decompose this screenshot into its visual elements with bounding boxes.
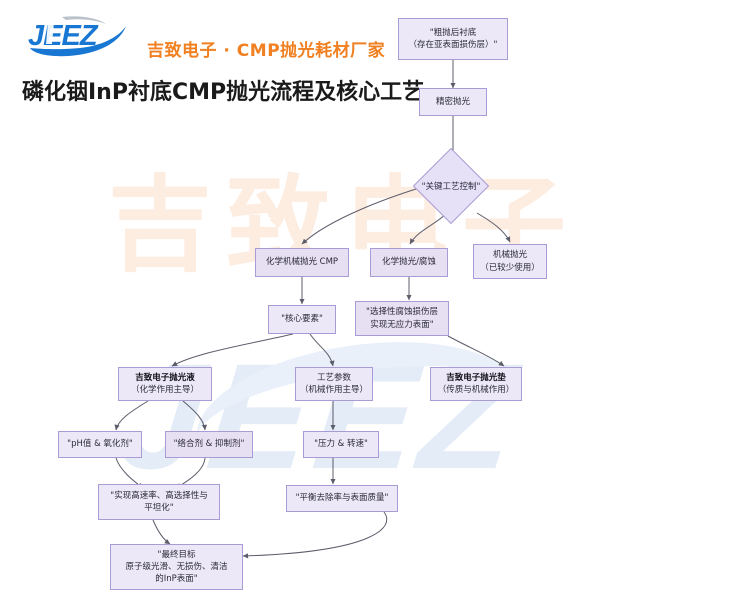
node-line: "实现高速率、高选择性与 xyxy=(110,490,208,501)
brand-header: JEEZ 吉致电子 · CMP抛光耗材厂家 xyxy=(22,14,385,61)
node-line: （传质与机械作用） xyxy=(437,385,515,395)
node-line: "选择性腐蚀损伤层 xyxy=(366,307,438,318)
node-n1[interactable]: "粗抛后衬底 （存在亚表面损伤层）" xyxy=(398,18,508,60)
node-line: 化学抛光/腐蚀 xyxy=(382,257,436,268)
node-n3-label: "关键工艺控制" xyxy=(421,182,481,192)
node-n14[interactable]: "压力 & 转速" xyxy=(303,431,379,458)
node-n4[interactable]: 化学机械抛光 CMP xyxy=(255,248,349,277)
svg-text:JEEZ: JEEZ xyxy=(28,20,99,52)
node-n11[interactable]: 吉致电子抛光垫 （传质与机械作用） xyxy=(430,367,522,401)
node-line: 机械抛光 xyxy=(492,250,527,261)
node-n15[interactable]: "实现高速率、高选择性与 平坦化" xyxy=(98,484,220,520)
node-n12[interactable]: "pH值 & 氧化剂" xyxy=(58,431,142,458)
node-line: 精密抛光 xyxy=(435,96,470,107)
node-line: "pH值 & 氧化剂" xyxy=(67,439,133,450)
node-line: 吉致电子抛光液 xyxy=(135,372,195,383)
jeez-logo-icon: JEEZ xyxy=(22,14,134,58)
node-line: （化学作用主导） xyxy=(130,385,199,395)
node-line: （已较少使用） xyxy=(480,262,540,273)
node-line: "粗抛后衬底 xyxy=(429,27,477,38)
node-n7[interactable]: "核心要素" xyxy=(268,305,336,334)
node-line: 平坦化" xyxy=(144,503,174,513)
node-line: "核心要素" xyxy=(281,314,323,325)
node-n6[interactable]: 机械抛光 （已较少使用） xyxy=(473,244,547,279)
node-n10[interactable]: 工艺参数 （机械作用主导） xyxy=(295,367,373,401)
node-line: 化学机械抛光 CMP xyxy=(265,257,339,268)
node-n9[interactable]: 吉致电子抛光液 （化学作用主导） xyxy=(118,367,212,401)
brand-tagline: 吉致电子 · CMP抛光耗材厂家 xyxy=(147,41,386,61)
node-line: （机械作用主导） xyxy=(299,385,368,395)
node-line: 吉致电子抛光垫 xyxy=(446,372,506,383)
node-line: 的InP表面" xyxy=(155,574,198,585)
node-line: "络合剂 & 抑制剂" xyxy=(173,439,245,450)
node-line: 工艺参数 xyxy=(316,372,351,383)
node-line: （存在亚表面损伤层）" xyxy=(408,40,498,50)
node-n16[interactable]: "平衡去除率与表面质量" xyxy=(286,485,398,512)
node-n8[interactable]: "选择性腐蚀损伤层 实现无应力表面" xyxy=(355,301,449,336)
node-line: "平衡去除率与表面质量" xyxy=(295,493,389,504)
node-line: "压力 & 转速" xyxy=(314,439,368,450)
node-n5[interactable]: 化学抛光/腐蚀 xyxy=(370,248,448,277)
node-line: 原子级光滑、无损伤、清洁 xyxy=(125,561,228,572)
node-line: 实现无应力表面" xyxy=(370,319,434,330)
node-n2[interactable]: 精密抛光 xyxy=(419,88,487,116)
page-title: 磷化铟InP衬底CMP抛光流程及核心工艺 xyxy=(22,80,425,105)
node-line: "最终目标 xyxy=(157,549,196,560)
node-n13[interactable]: "络合剂 & 抑制剂" xyxy=(165,431,253,458)
node-n17[interactable]: "最终目标 原子级光滑、无损伤、清洁 的InP表面" xyxy=(110,544,243,590)
